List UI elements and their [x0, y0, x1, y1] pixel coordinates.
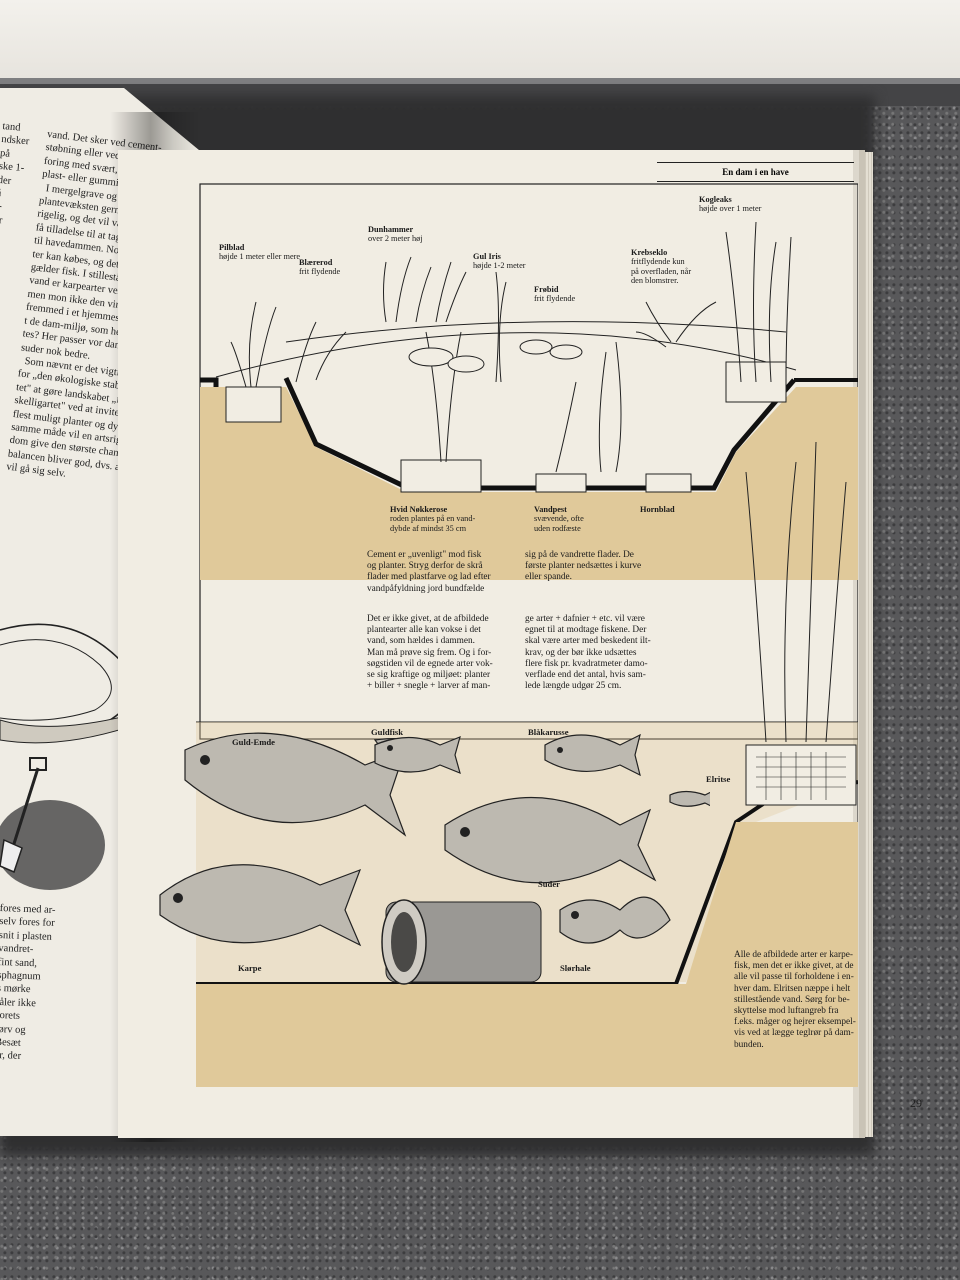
left-illustration: [0, 623, 136, 890]
fish-label-suder: Suder: [538, 879, 560, 889]
fish-illustrations: [159, 732, 710, 947]
fish-label-guld-emde: Guld-Emde: [232, 737, 275, 747]
paragraph-cement-right: sig på de vandrette flader. De første pl…: [525, 550, 642, 583]
fish-label-sloerhale: Slørhale: [560, 963, 591, 973]
fish-label-blaakarusse: Blåkarusse: [528, 727, 569, 737]
left-edge-text-bottom: fores med ar- selv fores for snit i plas…: [0, 902, 56, 1063]
fish-label-elritse: Elritse: [706, 774, 731, 784]
plant-label-hornblad: Hornblad: [640, 505, 675, 514]
wall-panel: [0, 0, 960, 84]
page-number: 29: [910, 1096, 922, 1110]
page-header: En dam i en have: [657, 162, 854, 182]
paragraph-plants-right: ge arter + dafnier + etc. vil være egnet…: [525, 614, 651, 692]
fish-label-karpe: Karpe: [238, 963, 262, 973]
paragraph-fish-note: Alle de afbildede arter er karpe- fisk, …: [734, 950, 856, 1050]
fish-label-guldfisk: Guldfisk: [371, 727, 404, 737]
paragraph-plants-left: Det er ikke givet, at de afbildede plant…: [367, 614, 493, 692]
paragraph-cement-left: Cement er „uvenligt" mod fisk og planter…: [367, 550, 491, 594]
